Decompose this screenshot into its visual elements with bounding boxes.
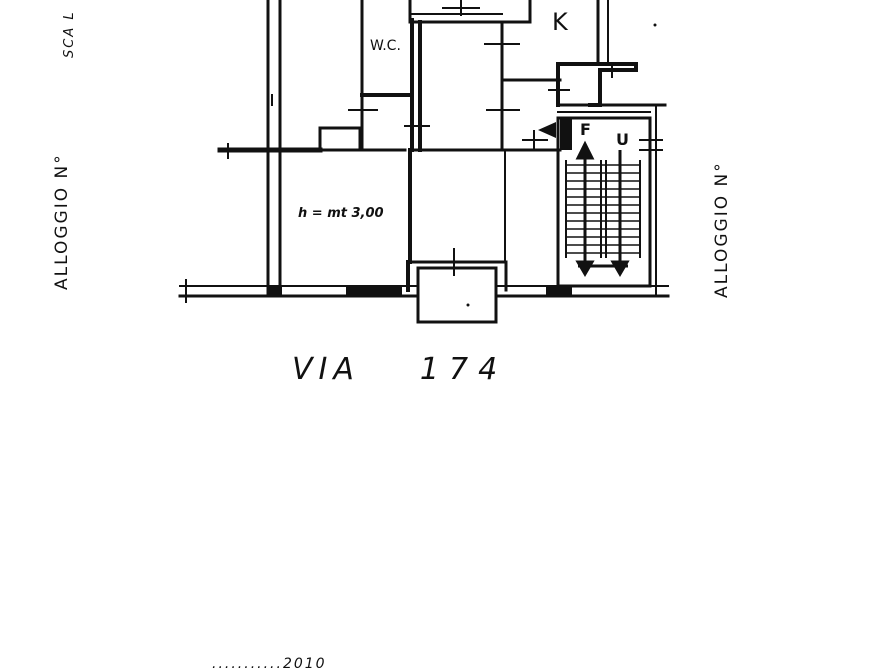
ceiling-height-note: h = mt 3,00 xyxy=(298,206,384,221)
door-marks xyxy=(271,0,613,276)
label-left-unit: ALLOGGIO N° xyxy=(52,153,72,290)
entry-arrow xyxy=(538,122,556,138)
street-prefix: VIA xyxy=(292,352,360,387)
street-number: 174 xyxy=(419,352,508,387)
stair-arrows xyxy=(575,140,630,277)
stair-label-u: U xyxy=(616,130,629,149)
walls xyxy=(178,0,670,324)
room-label-wc: W.C. xyxy=(370,38,401,54)
street-label: VIA 174 xyxy=(292,352,507,387)
room-label-kitchen: K xyxy=(552,8,568,36)
stair-treads xyxy=(565,160,641,258)
label-scala-partial: SCA L xyxy=(62,10,77,58)
label-right-unit: ALLOGGIO N° xyxy=(712,161,732,298)
balcony xyxy=(416,266,498,324)
bottom-date-partial: ...........2010 xyxy=(212,656,327,672)
stair-label-f: F xyxy=(580,120,591,139)
